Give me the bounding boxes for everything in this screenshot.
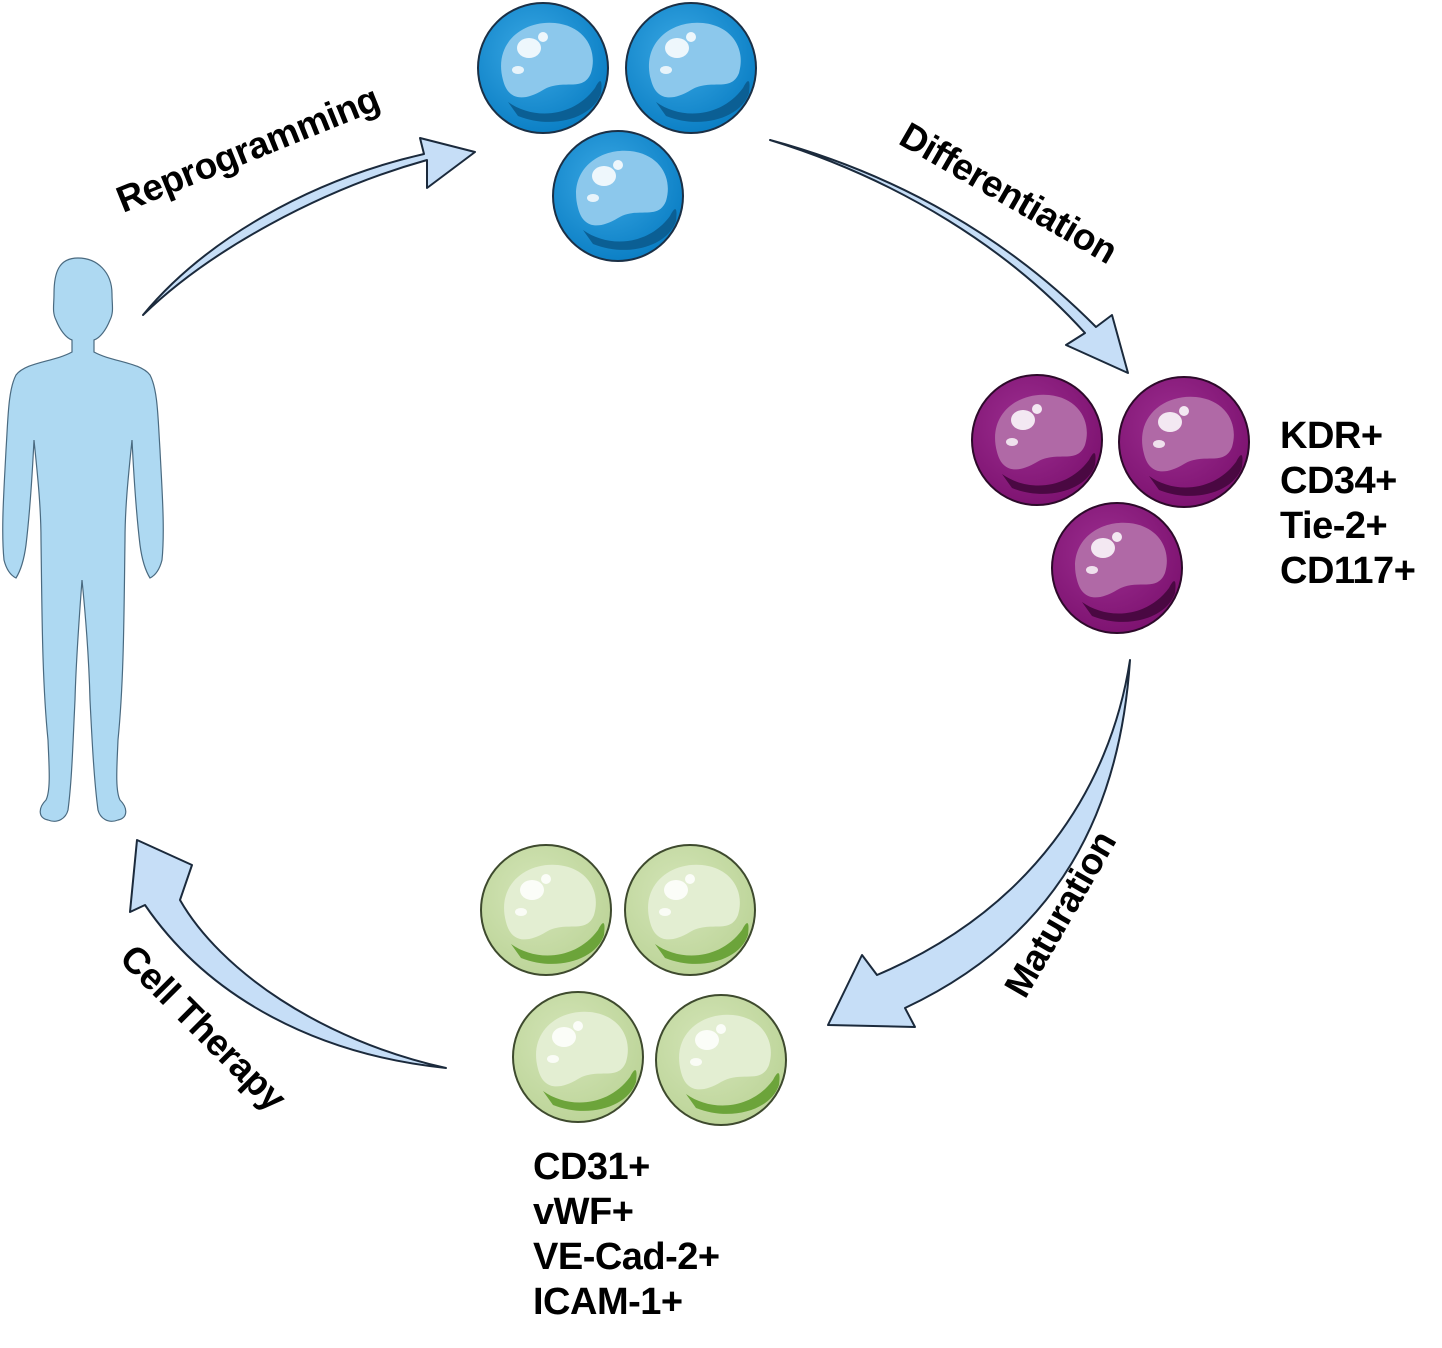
reprogramming-arrow [142,137,476,316]
differentiation-label: Differentiation [893,114,1124,271]
marker-vwf: vWF+ [533,1191,634,1233]
marker-icam-1: ICAM-1+ [533,1281,683,1323]
endothelial-marker-list: CD31+ vWF+ VE-Cad-2+ ICAM-1+ [533,1145,720,1325]
marker-ve-cad-2: VE-Cad-2+ [533,1236,720,1278]
marker-kdr: KDR+ [1280,415,1383,457]
marker-cd117: CD117+ [1280,550,1416,592]
marker-cd34: CD34+ [1280,460,1397,502]
marker-cd31: CD31+ [533,1146,650,1188]
purple-progenitor-cell-icon [971,374,1250,634]
differentiation-arrow [769,139,1129,374]
blue-stem-cell-icon [477,2,757,262]
green-endothelial-cell-icon [480,844,787,1126]
human-silhouette-icon [2,257,164,822]
marker-tie2: Tie-2+ [1280,505,1388,547]
cell-therapy-arrow [129,839,447,1069]
progenitor-marker-list: KDR+ CD34+ Tie-2+ CD117+ [1280,414,1416,594]
maturation-arrow [827,659,1131,1028]
reprogramming-label: Reprogramming [111,78,385,221]
